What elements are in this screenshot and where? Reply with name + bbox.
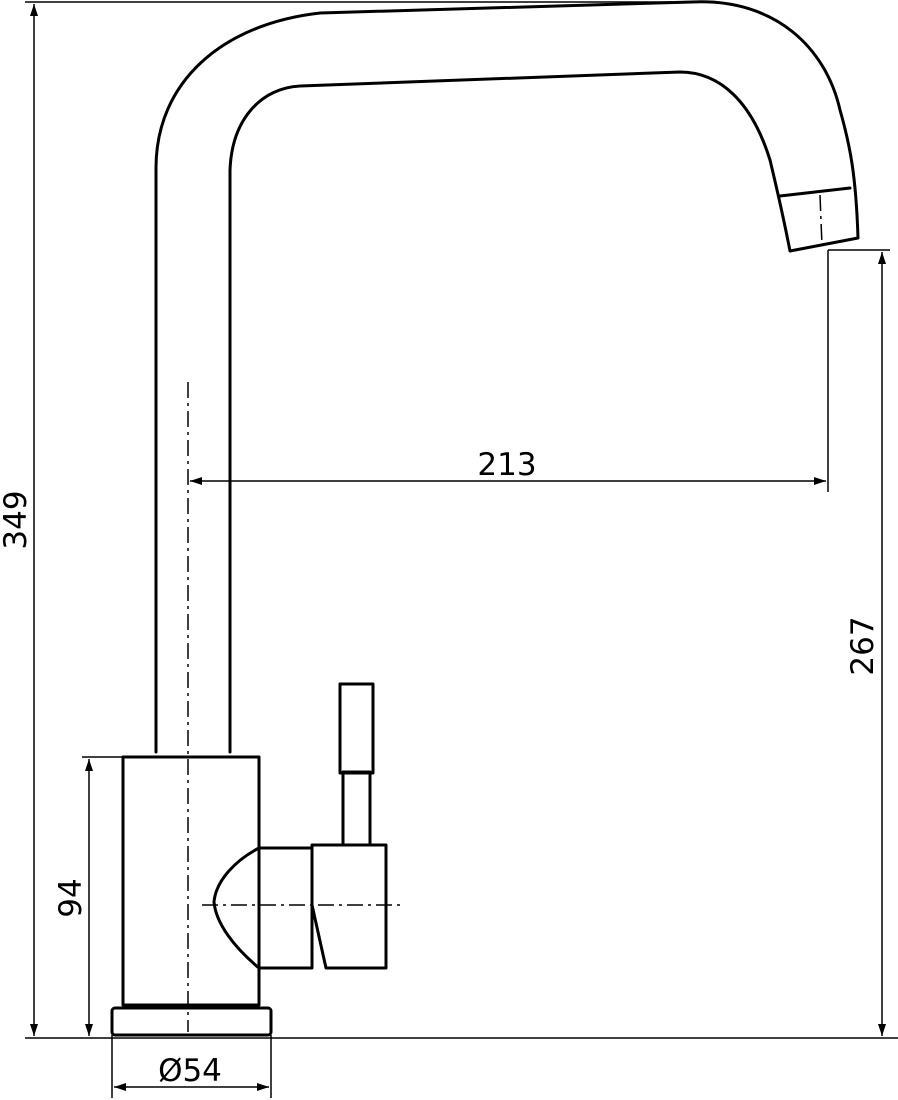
handle-block [310, 843, 388, 970]
lever-stem [341, 770, 372, 847]
label-spout-height: 267 [845, 616, 881, 675]
handle-cartridge [212, 846, 314, 970]
dimension-labels: 349 267 213 94 Ø54 [0, 447, 881, 1089]
base-ring [110, 1006, 273, 1037]
dimension-lines [25, 1, 898, 1098]
spout-tip-seam [778, 186, 852, 198]
label-body-height: 94 [53, 878, 89, 917]
faucet-outline [110, 0, 860, 1037]
lever-top [338, 682, 375, 775]
label-base-diameter: Ø54 [158, 1053, 222, 1089]
label-overall-height: 349 [0, 490, 34, 549]
spout-outer-contour [154, 0, 860, 754]
spout-tip-center [819, 194, 823, 247]
faucet-body [121, 755, 261, 1007]
label-spout-reach: 213 [477, 447, 536, 483]
